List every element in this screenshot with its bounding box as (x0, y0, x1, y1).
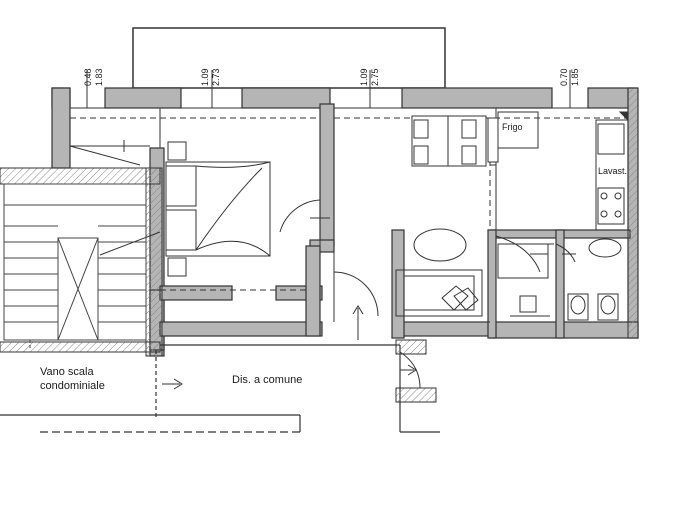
label-dis-comune: Dis. a comune (232, 374, 302, 386)
staircase (3, 183, 147, 350)
coffee-table (413, 228, 467, 262)
room-outlines (69, 107, 628, 323)
doors (279, 164, 576, 389)
dim-h-1: 1.83 (94, 68, 104, 86)
bathroom-fixtures (497, 238, 622, 321)
dim-h-4: 1.85 (570, 68, 580, 86)
sofa (395, 269, 483, 317)
label-condominiale: condominiale (40, 380, 105, 392)
dim-w-3: 1.09 (359, 68, 369, 86)
label-lavast: Lavast. (598, 166, 627, 176)
dim-h-3: 2.75 (370, 68, 380, 86)
label-frigo: Frigo (502, 122, 523, 132)
stair-wall-bottom (0, 341, 161, 353)
wardrobe-area (69, 145, 161, 256)
dim-h-2: 2.73 (211, 68, 221, 86)
dim-w-4: 0.70 (559, 68, 569, 86)
stair-wall-right (145, 167, 163, 357)
stair-wall-top (0, 167, 161, 185)
exterior-walls (51, 87, 639, 357)
dim-w-2: 1.09 (200, 68, 210, 86)
balcony (132, 27, 446, 89)
door-arrows (118, 140, 576, 390)
dimension-ticks (86, 70, 571, 108)
corridor-wall-hatch-2 (395, 339, 427, 355)
dim-w-1: 0.48 (83, 68, 93, 86)
corridor-wall-hatch (395, 387, 437, 403)
kitchen (497, 111, 629, 231)
label-vano-scala: Vano scala (40, 366, 94, 378)
right-hatch-wall (627, 87, 639, 339)
double-bed (165, 141, 271, 277)
dining-table (411, 115, 499, 167)
dashed-lines (70, 117, 628, 291)
